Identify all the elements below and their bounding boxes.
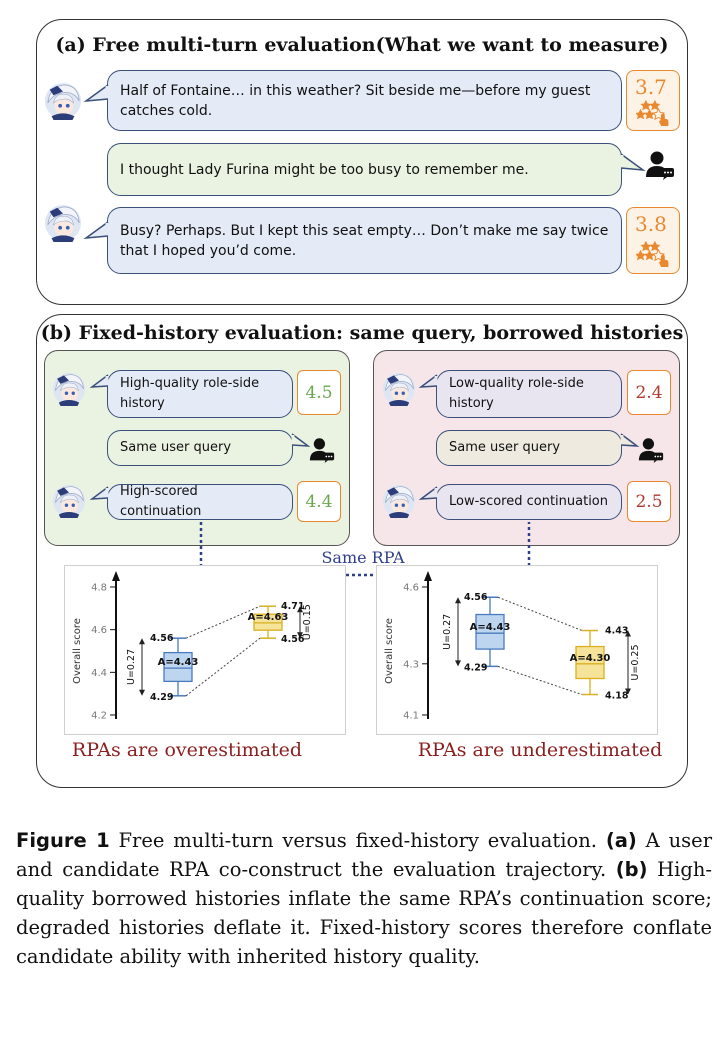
mean-label: A=4.43 bbox=[470, 622, 511, 633]
y-tick-label: 4.3 bbox=[403, 659, 419, 670]
continuation-score-value: 4.4 bbox=[305, 491, 333, 512]
history-score-value: 2.4 bbox=[635, 382, 663, 403]
role-message-text: Half of Fontaine… in this weather? Sit b… bbox=[120, 82, 591, 119]
continuation-score-badge: 2.5 bbox=[627, 481, 671, 522]
role-message-bubble: Busy? Perhaps. But I kept this seat empt… bbox=[83, 207, 622, 274]
caption-a-text: A user and candidate RPA co-construct th… bbox=[16, 829, 713, 881]
range-arrow-head bbox=[625, 688, 631, 695]
link-lower bbox=[497, 665, 583, 695]
overestimated-box-chart: Overall score 4.2 4.4 4.6 4.8A=4.43 U=0.27 4.5… bbox=[72, 571, 313, 722]
y-axis-label: Overall score bbox=[384, 618, 395, 684]
chart-frame-left bbox=[64, 565, 346, 735]
user-query-bubble: Same user query bbox=[436, 430, 640, 466]
underestimated-verdict: RPAs are underestimated bbox=[417, 739, 663, 761]
y-tick-label: 4.2 bbox=[91, 711, 107, 722]
box-body bbox=[163, 651, 193, 683]
figure-caption: Figure 1 Free multi-turn versus fixed-hi… bbox=[16, 826, 712, 971]
turn-score-value: 3.7 bbox=[635, 75, 667, 99]
y-tick-label: 4.8 bbox=[91, 583, 107, 594]
box-body bbox=[475, 613, 505, 650]
range-arrow-head bbox=[139, 638, 145, 645]
panel-a-title: (a) Free multi-turn evaluation(What we w… bbox=[55, 34, 669, 56]
range-label: U=0.25 bbox=[630, 644, 641, 680]
range-arrow-head bbox=[625, 630, 631, 637]
turn-score-badge: 3.8 bbox=[626, 207, 680, 274]
underestimated-box-chart: Overall score 4.1 4.3 4.6A=4.43 U=0.27 4.56 4.… bbox=[384, 571, 641, 722]
link-upper bbox=[185, 605, 261, 639]
mean-label: A=4.63 bbox=[248, 612, 289, 623]
turn-score-value: 3.8 bbox=[635, 212, 667, 236]
same-rpa-connector bbox=[199, 522, 531, 577]
same-rpa-label: Same RPA bbox=[298, 548, 428, 567]
history-bubble: Low-quality role-side history bbox=[418, 370, 622, 418]
history-score-badge: 2.4 bbox=[627, 370, 671, 415]
caption-figure-label: Figure 1 bbox=[16, 829, 110, 852]
turn-score-badge: 3.7 bbox=[626, 70, 680, 131]
role-message-bubble: Half of Fontaine… in this weather? Sit b… bbox=[83, 70, 622, 131]
continuation-bubble: Low-scored continuation bbox=[418, 484, 622, 520]
range-label: U=0.27 bbox=[442, 614, 453, 650]
range-arrow-head bbox=[297, 606, 303, 613]
continuation-bubble: High-scored continuation bbox=[89, 484, 293, 520]
y-tick-label: 4.4 bbox=[91, 668, 107, 679]
mean-label: A=4.30 bbox=[570, 653, 611, 664]
user-message-text: I thought Lady Furina might be too busy … bbox=[120, 161, 529, 178]
y-tick-label: 4.6 bbox=[91, 625, 107, 636]
history-label: High-quality role-side history bbox=[120, 376, 260, 411]
user-query-bubble: Same user query bbox=[107, 430, 311, 466]
range-arrow-head bbox=[455, 660, 461, 667]
caption-a-label: (a) bbox=[605, 829, 637, 852]
y-axis-arrow bbox=[424, 571, 432, 581]
range-label: U=0.27 bbox=[126, 649, 137, 685]
range-arrow-head bbox=[455, 597, 461, 604]
y-axis-arrow bbox=[112, 571, 120, 581]
continuation-score-value: 2.5 bbox=[635, 491, 663, 512]
caption-figure-text: Free multi-turn versus fixed-history eva… bbox=[118, 829, 597, 852]
history-score-badge: 4.5 bbox=[297, 370, 341, 415]
y-tick-label: 4.1 bbox=[403, 711, 419, 722]
y-tick-label: 4.6 bbox=[403, 583, 419, 594]
user-query-label: Same user query bbox=[449, 440, 561, 455]
lower-value-label: 4.18 bbox=[605, 691, 629, 702]
range-label: U=0.15 bbox=[302, 604, 313, 640]
continuation-label: Low-scored continuation bbox=[449, 494, 609, 509]
chart-frame-right bbox=[376, 565, 658, 735]
box-body bbox=[575, 645, 605, 680]
lower-value-label: 4.56 bbox=[281, 634, 305, 645]
role-message-text: Busy? Perhaps. But I kept this seat empt… bbox=[120, 222, 609, 259]
lower-value-label: 4.29 bbox=[464, 662, 487, 673]
range-arrow-head bbox=[297, 632, 303, 639]
upper-value-label: 4.56 bbox=[464, 592, 488, 603]
history-score-value: 4.5 bbox=[305, 382, 333, 403]
range-arrow-head bbox=[139, 689, 145, 696]
overestimated-verdict: RPAs are overestimated bbox=[71, 739, 303, 761]
continuation-score-badge: 4.4 bbox=[297, 481, 341, 522]
y-axis-label: Overall score bbox=[72, 618, 83, 684]
panel-b-title: (b) Fixed-history evaluation: same query… bbox=[40, 322, 684, 344]
user-query-label: Same user query bbox=[120, 440, 232, 455]
upper-value-label: 4.71 bbox=[281, 601, 304, 612]
history-label: Low-quality role-side history bbox=[449, 376, 584, 411]
lower-value-label: 4.29 bbox=[150, 692, 173, 703]
upper-value-label: 4.43 bbox=[605, 626, 628, 637]
caption-b-text: High-quality borrowed histories inflate … bbox=[16, 858, 713, 968]
continuation-label: High-scored continuation bbox=[120, 484, 202, 519]
user-message-bubble: I thought Lady Furina might be too busy … bbox=[107, 143, 646, 196]
history-bubble: High-quality role-side history bbox=[89, 370, 293, 418]
mean-label: A=4.43 bbox=[158, 657, 199, 668]
caption-b-label: (b) bbox=[615, 858, 648, 881]
upper-value-label: 4.56 bbox=[150, 633, 174, 644]
link-upper bbox=[497, 596, 583, 631]
